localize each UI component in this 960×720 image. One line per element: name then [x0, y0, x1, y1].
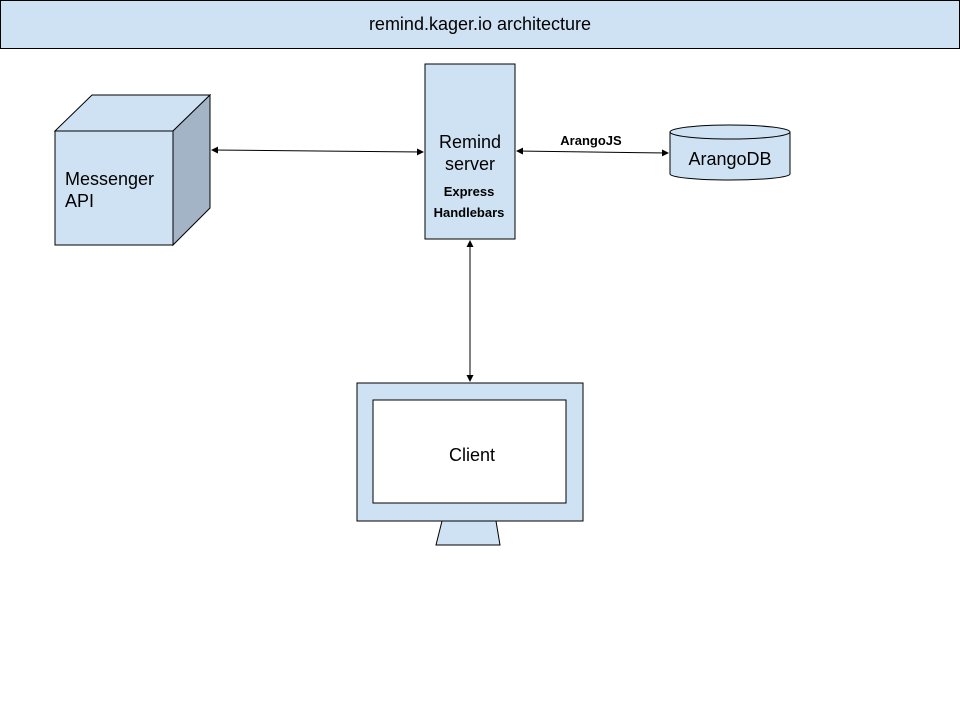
diagram-title: remind.kager.io architecture [0, 0, 960, 49]
messenger-label-line2: API [65, 191, 95, 211]
arangodb-node [669, 124, 791, 181]
arangodb-label: ArangoDB [688, 149, 772, 169]
cube-front-face [54, 130, 174, 246]
messenger-api-node [53, 93, 212, 247]
server-label-line1: Remind [438, 132, 502, 152]
messenger-label-line1: Messenger [65, 169, 155, 189]
client-label: Client [448, 445, 496, 465]
server-label-line2: server [444, 154, 495, 174]
server-tech-stack: Express Handlebars [434, 184, 505, 221]
remind-server-label: Remind server [439, 131, 501, 175]
messenger-api-label: Messenger API [65, 168, 154, 212]
edge-server-database [516, 147, 669, 157]
edge-messenger-server [211, 146, 424, 156]
server-tech-express: Express [443, 184, 495, 199]
monitor-screen [372, 399, 567, 504]
cylinder-top [669, 124, 791, 140]
server-tech-handlebars: Handlebars [433, 205, 505, 220]
arangojs-edge-label: ArangoJS [560, 133, 622, 148]
remind-server-node [424, 63, 516, 240]
cylinder-body [669, 132, 791, 181]
client-node [356, 382, 584, 546]
monitor-stand [435, 520, 501, 546]
